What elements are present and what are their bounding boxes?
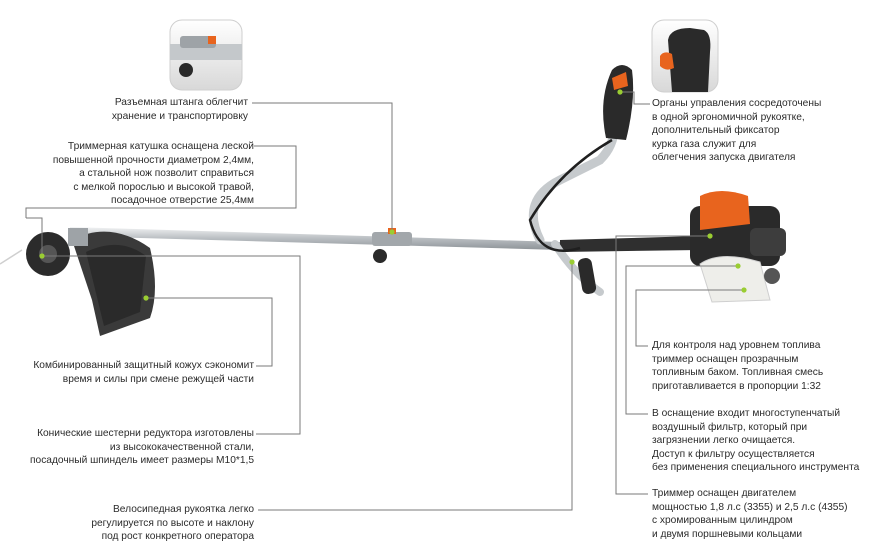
caption-air-filter: В оснащение входит многоступенчатый возд… [652,408,860,474]
caption-fuel-tank: Для контроля над уровнем топлива триммер… [652,340,824,392]
caption-guard: Комбинированный защитный кожух сэкономит… [33,360,254,385]
caption-controls: Органы управления сосредоточены в одной … [652,98,822,164]
caption-engine: Триммер оснащен двигателем мощностью 1,8… [652,488,848,540]
caption-trimmer-head: Триммерная катушка оснащена леской повыш… [52,141,254,207]
throttle-handle-inset [651,19,719,93]
trimmer-head-drawing [0,228,155,336]
caption-gearbox: Конические шестерни редуктора изготовлен… [30,428,254,467]
caption-bike-handle: Велосипедная рукоятка легко регулируется… [91,504,254,543]
shaft-coupling-inset [169,19,243,91]
engine-drawing [690,191,786,303]
caption-detachable-shaft: Разъемная штанга облегчит хранение и тра… [111,97,248,122]
